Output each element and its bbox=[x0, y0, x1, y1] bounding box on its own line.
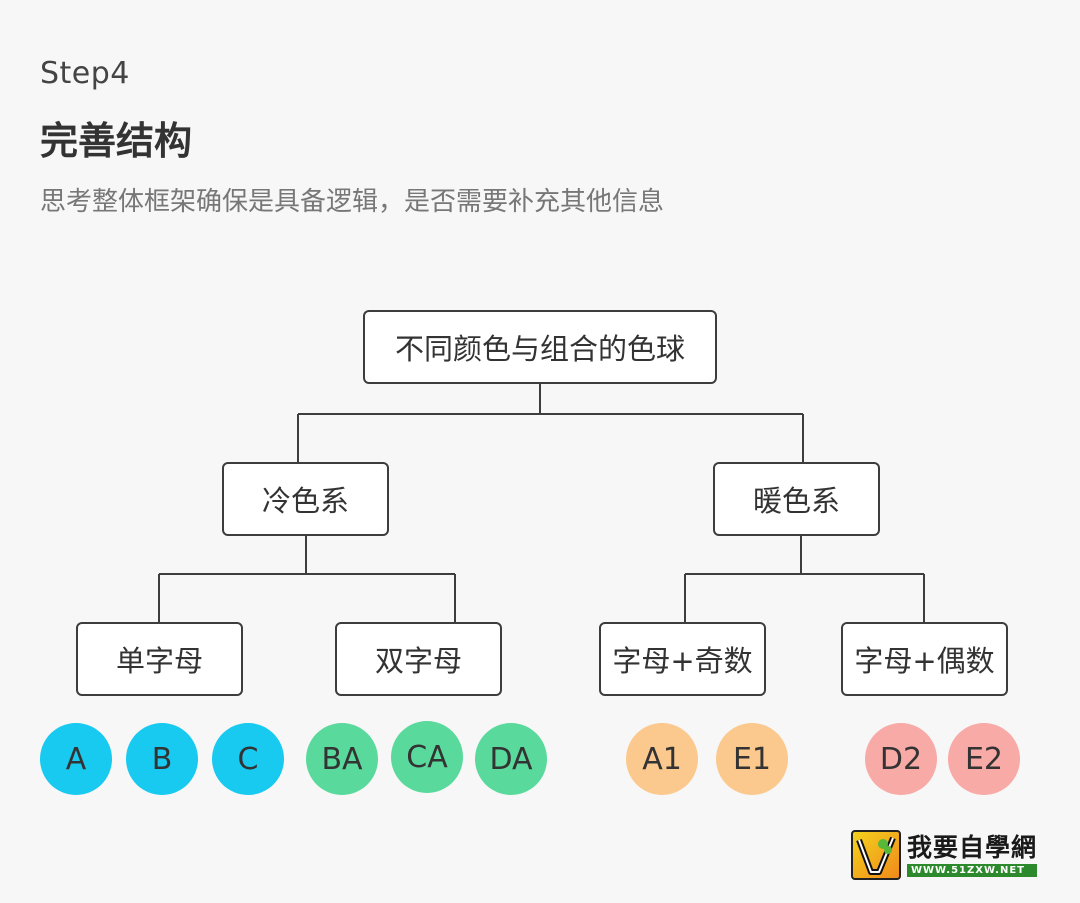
cold-connector bbox=[158, 536, 456, 622]
page-subtitle: 思考整体框架确保是具备逻辑，是否需要补充其他信息 bbox=[40, 187, 665, 217]
ball-d2: D2 bbox=[865, 723, 937, 795]
watermark-text: 我要自學網 bbox=[907, 832, 1038, 862]
warm-colors-node: 暖色系 bbox=[713, 462, 880, 536]
step-label: Step4 bbox=[40, 56, 130, 91]
page-title: 完善结构 bbox=[40, 119, 193, 163]
ball-da: DA bbox=[475, 723, 547, 795]
double-letter-node: 双字母 bbox=[335, 622, 502, 696]
ball-e1: E1 bbox=[716, 723, 788, 795]
cold-colors-node: 冷色系 bbox=[222, 462, 389, 536]
ball-ca: CA bbox=[391, 721, 463, 793]
ball-a1: A1 bbox=[626, 723, 698, 795]
logo-v-icon bbox=[851, 830, 901, 880]
watermark-url: WWW.51ZXW.NET bbox=[907, 863, 1038, 877]
ball-ba: BA bbox=[306, 723, 378, 795]
letter-odd-node: 字母+奇数 bbox=[599, 622, 766, 696]
root-connector bbox=[297, 384, 804, 462]
letter-even-node: 字母+偶数 bbox=[841, 622, 1008, 696]
watermark-logo: 我要自學網 WWW.51ZXW.NET bbox=[851, 829, 1047, 881]
warm-connector bbox=[684, 536, 925, 622]
ball-e2: E2 bbox=[948, 723, 1020, 795]
ball-b: B bbox=[126, 723, 198, 795]
ball-c: C bbox=[212, 723, 284, 795]
ball-a: A bbox=[40, 723, 112, 795]
root-node: 不同颜色与组合的色球 bbox=[363, 310, 717, 384]
single-letter-node: 单字母 bbox=[76, 622, 243, 696]
